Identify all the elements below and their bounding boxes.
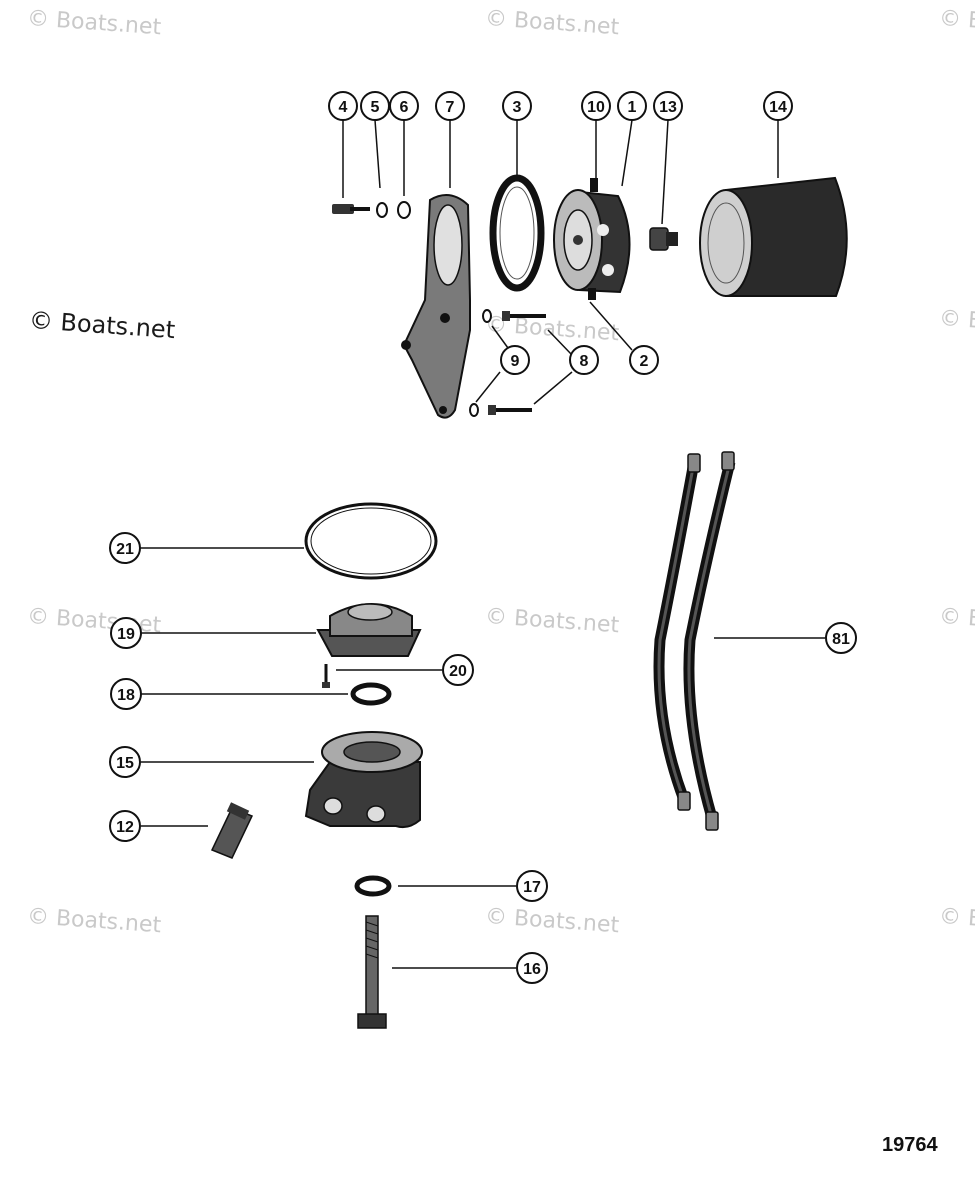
filter-base-part-19 (316, 603, 422, 657)
o-ring-part-21-inner (310, 507, 432, 575)
callouts-top (328, 91, 793, 375)
callout-9: 9 (511, 353, 520, 370)
callout-18: 18 (117, 687, 135, 704)
washer-part-5 (376, 202, 388, 218)
callout-8: 8 (580, 353, 589, 370)
oil-filter-part-14 (699, 176, 848, 297)
callout-15: 15 (116, 755, 134, 772)
callout-19: 19 (117, 626, 135, 643)
bracket-part-7 (401, 194, 471, 419)
o-ring-part-9 (469, 403, 479, 417)
screw-part-4 (332, 204, 370, 214)
callout-14: 14 (769, 99, 787, 116)
callout-81: 81 (832, 631, 850, 648)
callout-5: 5 (371, 99, 380, 116)
callout-13: 13 (659, 99, 677, 116)
callout-17: 17 (523, 879, 541, 896)
housing-part-15 (304, 731, 423, 829)
gasket-part-3 (489, 174, 545, 292)
adapter-part-1 (553, 178, 631, 300)
washer-part-6 (397, 201, 411, 219)
callout-16: 16 (523, 961, 541, 978)
fitting-part-12 (210, 802, 254, 859)
gasket-part-18 (350, 682, 392, 706)
bolt-part-16 (357, 915, 387, 1029)
bolt-part-8 (502, 311, 546, 321)
leader-lines-top (342, 119, 779, 405)
callout-6: 6 (400, 99, 409, 116)
callout-7: 7 (446, 99, 455, 116)
screw-part-20 (322, 664, 330, 688)
callout-4: 4 (339, 99, 348, 116)
callout-20: 20 (449, 663, 467, 680)
washer-part-17 (354, 875, 392, 897)
leader-lines-bottom (140, 547, 825, 969)
oil-hoses-part-81 (653, 460, 736, 820)
fitting-part-13 (649, 227, 678, 251)
callout-12: 12 (116, 819, 134, 836)
hose-fittings (677, 451, 735, 831)
callout-3: 3 (513, 99, 522, 116)
callouts-bottom (109, 532, 857, 984)
figure-number: 19764 (882, 1134, 938, 1156)
callout-2: 2 (640, 353, 649, 370)
bolt-part-8 (488, 405, 532, 415)
callout-21: 21 (116, 541, 134, 558)
o-ring-part-9 (482, 309, 492, 323)
callout-10: 10 (587, 99, 605, 116)
o-ring-part-21 (304, 502, 438, 580)
callout-1: 1 (628, 99, 637, 116)
